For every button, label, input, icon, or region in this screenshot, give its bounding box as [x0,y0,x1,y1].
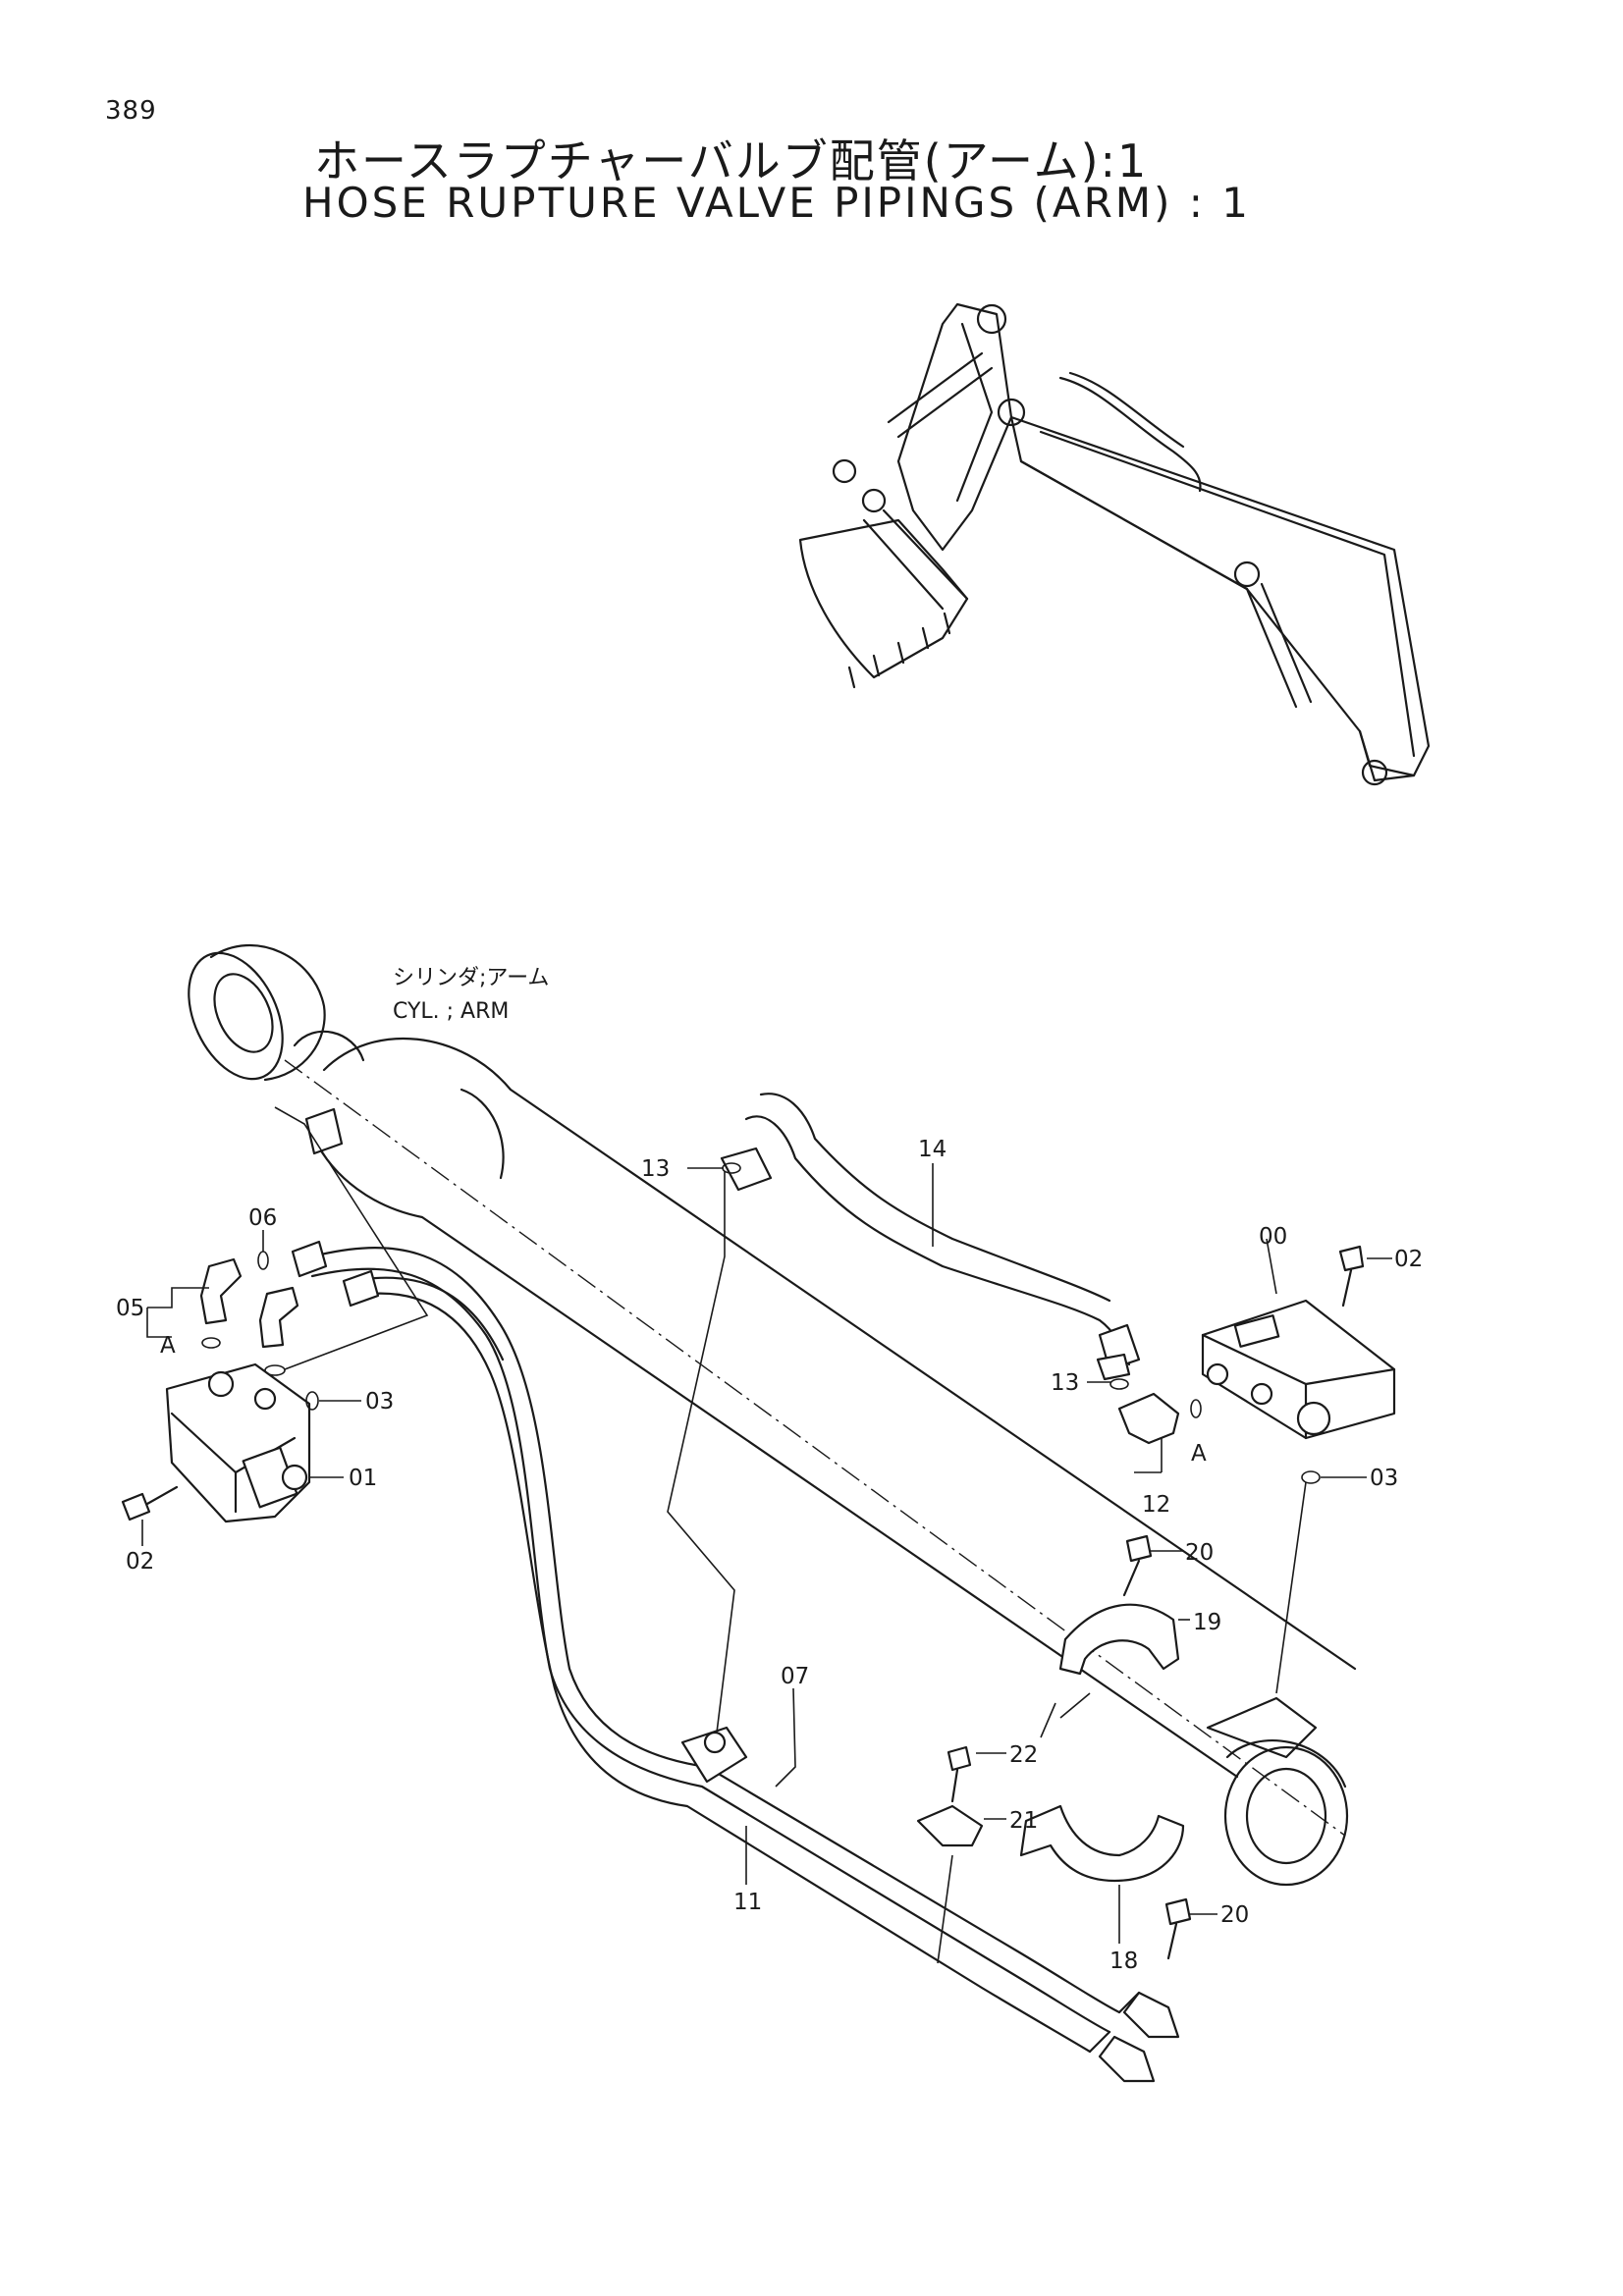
leader-lines [141,1106,1392,1964]
callout-00: 00 [1259,1224,1287,1250]
callout-06: 06 [248,1205,277,1231]
cylinder-label-jp: シリンダ;アーム [393,966,549,990]
callout-20-top: 20 [1185,1540,1214,1566]
callout-14: 14 [918,1137,947,1162]
callout-07: 07 [781,1664,809,1689]
callout-21: 21 [1009,1808,1038,1834]
section-mark-a-left: A [160,1333,176,1359]
callout-22: 22 [1009,1742,1038,1768]
callout-05: 05 [116,1296,144,1321]
rupture-valve-right [722,1162,1396,1484]
callout-03-right: 03 [1370,1466,1398,1491]
excavator-overview-illustration [798,302,1431,786]
callout-03-left: 03 [365,1389,394,1415]
callout-12: 12 [1142,1492,1170,1518]
section-mark-a-right: A [1191,1441,1207,1467]
hose-pipes [291,1093,1180,2083]
callout-02-right: 02 [1394,1247,1423,1272]
callout-19: 19 [1193,1610,1221,1635]
callout-01: 01 [349,1466,377,1491]
callout-20-bottom: 20 [1220,1902,1249,1928]
title-english: HOSE RUPTURE VALVE PIPINGS (ARM) : 1 [302,179,1251,227]
clamps [916,1534,1192,1960]
cylinder-label-en: CYL. ; ARM [393,999,509,1024]
callout-18: 18 [1109,1949,1138,1974]
callout-11: 11 [733,1890,762,1915]
callout-13-right: 13 [1051,1370,1079,1396]
rupture-valve-left [121,1251,319,1523]
callout-13-top: 13 [641,1156,670,1182]
callout-02-left: 02 [126,1549,154,1575]
page-number: 389 [105,96,157,126]
title-japanese: ホースラプチャーバルブ配管(アーム):1 [314,134,1149,187]
